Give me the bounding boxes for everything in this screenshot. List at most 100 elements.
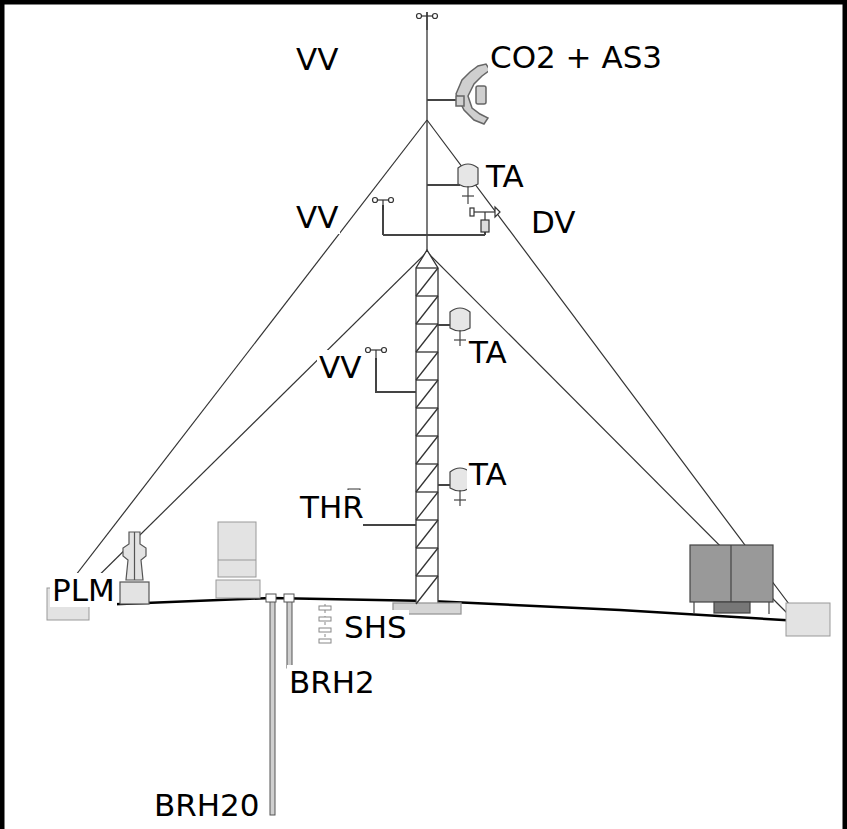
- lattice-strut: [416, 296, 438, 324]
- mast-arm-part: [383, 205, 485, 235]
- radiation-shield-part: [459, 490, 460, 506]
- lattice-strut: [416, 380, 438, 408]
- sensor-label: TA: [467, 457, 509, 491]
- anemometer-part: [382, 348, 387, 353]
- cabinet: [690, 545, 773, 614]
- lattice-strut: [416, 379, 438, 380]
- anemometer-part: [426, 12, 427, 30]
- lattice-strut: [416, 268, 438, 296]
- lattice-strut: [416, 408, 438, 436]
- lattice-strut: [416, 548, 438, 576]
- lattice-strut: [416, 352, 438, 380]
- lattice-strut: [416, 435, 438, 436]
- gas-analyzer-part: [476, 86, 486, 104]
- wind-vane-part: [470, 208, 474, 216]
- rain-gauge-part: [123, 532, 146, 580]
- lattice-strut: [416, 576, 438, 604]
- sensor-label: PLM: [50, 573, 117, 607]
- cabinet-part: [690, 545, 773, 602]
- sensor-label: TA: [467, 335, 509, 369]
- lattice-strut: [416, 491, 438, 492]
- rain-gauge-part: [134, 532, 135, 580]
- mast-arm-part: [427, 184, 460, 186]
- borehole-part: [287, 600, 292, 668]
- guy-wire: [52, 120, 795, 616]
- anemometer-part: [382, 200, 383, 210]
- rain-gauge-part: [120, 582, 149, 604]
- soil-sensor-part: [319, 628, 331, 632]
- sensor-label: VV: [317, 350, 363, 384]
- anemometer-part: [389, 198, 394, 203]
- soil-sensor-part: [319, 606, 331, 610]
- anemometer-part: [375, 350, 376, 360]
- lattice-strut: [416, 463, 438, 464]
- lattice-strut: [416, 407, 438, 408]
- cabinet-part: [714, 602, 750, 613]
- borehole-part: [270, 600, 275, 815]
- lattice-strut: [416, 351, 438, 352]
- borehole-part: [284, 594, 294, 602]
- lattice-strut: [416, 324, 438, 352]
- lattice-strut: [416, 492, 438, 520]
- logger-box: [216, 522, 260, 598]
- gas-analyzer-part: [456, 64, 490, 124]
- lattice-strut: [416, 295, 438, 296]
- sensor-label: DV: [529, 205, 578, 239]
- mast-arm-part: [427, 99, 458, 101]
- soil-sensor: [319, 604, 331, 643]
- lattice-strut: [416, 323, 438, 324]
- radiation-shield-part: [462, 195, 474, 196]
- logger-box-part: [218, 560, 256, 561]
- radiation-shield-part: [454, 339, 466, 340]
- cabinet-part: [730, 545, 731, 602]
- guy-wire-part: [427, 120, 795, 612]
- cabinet-part: [768, 602, 769, 614]
- rain-gauge: [120, 532, 149, 604]
- guy-wire-part: [72, 252, 427, 602]
- anemometer-part: [417, 14, 422, 19]
- sensor-label: TA: [484, 159, 526, 193]
- anemometer-part: [433, 14, 438, 19]
- anemometer-part: [366, 348, 371, 353]
- logger-box-part: [216, 580, 260, 598]
- soil-sensor-part: [319, 617, 331, 621]
- mast-part: [416, 250, 438, 605]
- wind-vane: [470, 207, 500, 232]
- borehole-part: [266, 594, 276, 602]
- anemometer-part: [369, 349, 383, 350]
- wind-vane-part: [495, 207, 500, 217]
- mast-arm-part: [376, 358, 416, 392]
- mast-arm: [358, 100, 485, 525]
- guy-wire-part: [52, 120, 427, 606]
- lattice-strut: [416, 436, 438, 464]
- sensor-label: SHS: [342, 610, 409, 644]
- guy-wire-part: [427, 252, 790, 616]
- mast-arm-part: [358, 505, 416, 525]
- radiation-shield-part: [467, 186, 468, 204]
- radiation-shield-part: [450, 308, 470, 331]
- sensor-label: BRH20: [152, 788, 262, 822]
- radiation-shield-part: [459, 330, 460, 346]
- radiation-shield-part: [458, 164, 478, 187]
- sensor-label: VV: [294, 200, 340, 234]
- cabinet-part: [693, 602, 694, 614]
- mast-part: [426, 12, 427, 252]
- lattice-strut: [416, 267, 438, 268]
- gas-analyzer: [456, 64, 490, 124]
- lattice-strut: [416, 464, 438, 492]
- radiation-shield-part: [454, 499, 466, 500]
- lattice: [416, 268, 438, 604]
- soil-sensor-part: [319, 639, 331, 643]
- wind-vane-part: [481, 220, 489, 232]
- wind-vane-part: [474, 211, 495, 212]
- borehole: [266, 594, 294, 815]
- lattice-strut: [416, 520, 438, 548]
- logger-box-part: [218, 522, 256, 577]
- sensor-label: BRH2: [287, 665, 377, 699]
- sensor-label: CO2 + AS3: [488, 40, 664, 74]
- anemometer-part: [373, 198, 378, 203]
- anemometer: [366, 12, 438, 360]
